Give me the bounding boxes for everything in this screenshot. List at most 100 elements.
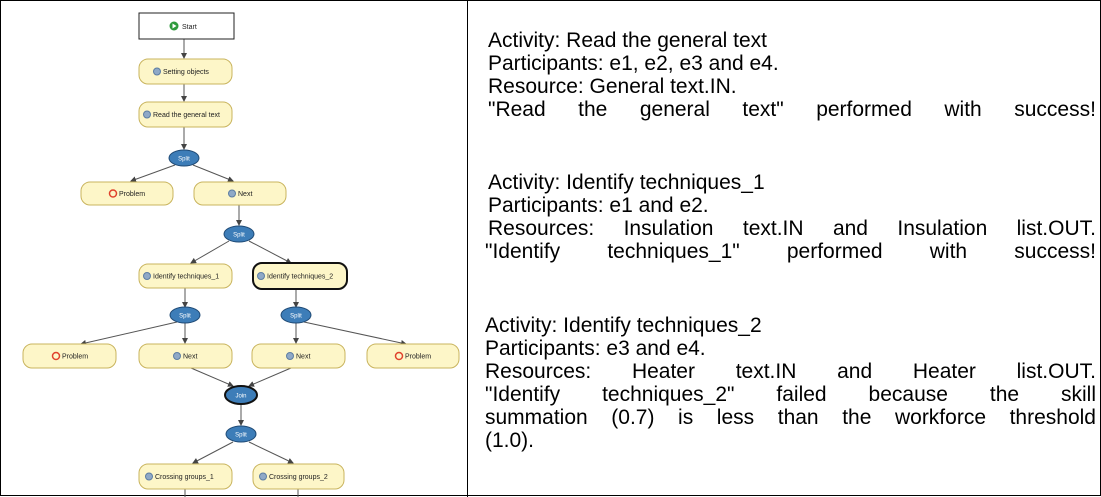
edge-split4-problem3 [303, 321, 407, 346]
word: "Identify [485, 240, 561, 263]
word: techniques_2" [602, 383, 735, 406]
word: Heater [912, 360, 976, 383]
task-identify-techniques-1[interactable]: Identify techniques_1 [138, 263, 233, 289]
word: with [944, 98, 982, 121]
word: the [842, 406, 872, 429]
word: list.OUT. [1016, 217, 1096, 240]
execution-log-panel: Activity: Read the general text Particip… [468, 1, 1101, 497]
task-next-3-label: Next [296, 354, 310, 361]
task-next-3[interactable]: Next [251, 343, 346, 369]
log-block2-resources: Resources: Insulation text.IN and Insula… [488, 217, 1096, 240]
word: success! [1014, 240, 1096, 263]
edge-split2-identify1 [190, 240, 230, 264]
gear-icon [257, 272, 265, 280]
gear-icon [145, 472, 153, 481]
word: "Read [488, 98, 546, 121]
word: Resources: [488, 217, 595, 240]
gateway-split-4-label: Split [290, 314, 302, 320]
gear-icon [228, 189, 236, 198]
log-block1-result: "Read the general text" performed with s… [488, 98, 1096, 121]
word: Heater [631, 360, 695, 383]
task-next-1[interactable]: Next [193, 181, 287, 206]
edge-split5-crossing1 [192, 441, 234, 464]
edge-split5-crossing2 [248, 441, 294, 464]
log-block3-result-line2: summation (0.7) is less than the workfor… [485, 406, 1096, 429]
word: and [837, 360, 873, 383]
gateway-split-4[interactable]: Split [280, 306, 312, 324]
word: is [678, 406, 694, 429]
task-problem-3-label: Problem [405, 354, 431, 361]
word: Insulation [897, 217, 988, 240]
task-crossing-groups-1-label: Crossing groups_1 [155, 474, 214, 481]
task-next-2[interactable]: Next [138, 343, 233, 369]
word: with [929, 240, 968, 263]
log-block3-result-line3: (1.0). [485, 429, 535, 452]
task-crossing-groups-2-label: Crossing groups_2 [269, 474, 328, 481]
word: workforce [894, 406, 986, 429]
log-block2-activity: Activity: Identify techniques_1 [488, 171, 765, 194]
task-problem-2-label: Problem [62, 354, 88, 361]
task-crossing-groups-1[interactable]: Crossing groups_1 [138, 463, 233, 490]
task-problem-1[interactable]: Problem [80, 181, 174, 206]
word: Insulation [623, 217, 714, 240]
word: the [989, 383, 1020, 406]
gateway-join-label: Join [235, 394, 246, 400]
word: Resources: [485, 360, 592, 383]
gear-icon [153, 67, 161, 76]
task-setting-objects[interactable]: Setting objects [138, 58, 233, 85]
edge-next2-join [190, 367, 234, 387]
log-block3-participants: Participants: e3 and e4. [485, 337, 706, 360]
task-identify-techniques-2[interactable]: Identify techniques_2 [252, 262, 348, 290]
word: success! [1014, 98, 1096, 121]
edge-split1-next1 [192, 164, 234, 182]
task-read-general-text[interactable]: Read the general text [138, 101, 233, 128]
gateway-split-2-label: Split [233, 233, 245, 239]
gateway-split-3[interactable]: Split [169, 306, 201, 324]
gateway-join[interactable]: Join [224, 385, 258, 405]
task-problem-3[interactable]: Problem [366, 343, 460, 369]
log-block1-participants: Participants: e1, e2, e3 and e4. [488, 52, 779, 75]
gateway-split-5-label: Split [235, 433, 247, 439]
gateway-split-1-label: Split [178, 157, 190, 163]
task-identify-techniques-1-label: Identify techniques_1 [153, 274, 219, 281]
start-label: Start [182, 24, 197, 31]
word: skill [1060, 383, 1096, 406]
word: text.IN [735, 360, 797, 383]
word: text" [742, 98, 784, 121]
word: performed [816, 98, 912, 121]
task-problem-2[interactable]: Problem [22, 343, 117, 369]
log-block1-activity: Activity: Read the general text [488, 29, 767, 52]
workflow-diagram: Start Setting objects Read the general t… [22, 12, 460, 497]
gear-icon [286, 352, 294, 360]
task-crossing-groups-2[interactable]: Crossing groups_2 [252, 463, 345, 490]
word: "Identify [485, 383, 561, 406]
problem-icon [394, 351, 404, 361]
word: because [868, 383, 948, 406]
log-block1-resource: Resource: General text.IN. [488, 75, 737, 98]
gear-icon [173, 352, 181, 360]
task-next-2-label: Next [183, 354, 197, 361]
panel-divider [467, 1, 468, 497]
problem-icon [51, 351, 61, 361]
word: performed [786, 240, 883, 263]
log-block2-participants: Participants: e1 and e2. [488, 194, 709, 217]
gateway-split-1[interactable]: Split [168, 149, 200, 167]
word: than [777, 406, 819, 429]
word: list.OUT. [1016, 360, 1096, 383]
word: threshold [1009, 406, 1096, 429]
start-node[interactable]: Start [138, 12, 235, 40]
log-block3-resources: Resources: Heater text.IN and Heater lis… [485, 360, 1096, 383]
edge-next3-join [248, 367, 292, 387]
log-block2-result: "Identify techniques_1" performed with s… [485, 240, 1096, 263]
word: techniques_1" [607, 240, 740, 263]
gateway-split-5[interactable]: Split [225, 425, 257, 443]
task-read-general-text-label: Read the general text [153, 112, 220, 119]
problem-icon [108, 189, 118, 198]
word: and [832, 217, 868, 240]
gateway-split-2[interactable]: Split [223, 225, 255, 243]
workflow-diagram-panel: Start Setting objects Read the general t… [1, 1, 467, 497]
word: (0.7) [611, 406, 655, 429]
edge-split2-identify2 [248, 240, 292, 264]
edge-split1-problem1 [130, 164, 176, 183]
